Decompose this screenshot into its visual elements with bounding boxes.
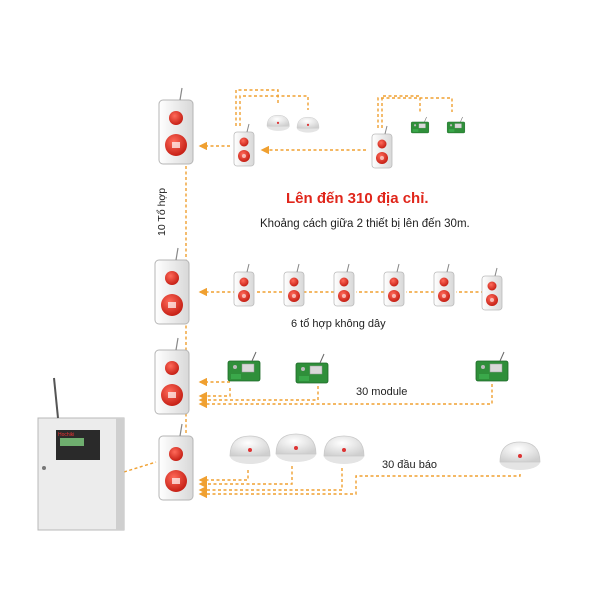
module-1 [227, 351, 261, 382]
smoke-detector-2 [275, 433, 317, 463]
detector-icon-r1a [266, 114, 290, 131]
module-icon-r1a [410, 116, 430, 134]
label-wireless-combo: 6 tổ hợp không dây [291, 318, 386, 330]
wireless-combo-6 [481, 267, 503, 311]
control-panel: Hochiki [37, 377, 125, 531]
headline: Lên đến 310 địa chỉ. [286, 190, 429, 207]
detector-icon-r1b [296, 116, 320, 133]
wireless-combo-5 [433, 263, 455, 307]
module-3 [475, 351, 509, 382]
panel-brand: Hochiki [58, 432, 74, 438]
combo-small-r1a [233, 123, 255, 167]
wireless-combo-2 [283, 263, 305, 307]
subline: Khoảng cách giữa 2 thiết bị lên đến 30m. [260, 218, 470, 230]
label-module: 30 module [356, 386, 408, 398]
label-combo-count: 10 Tổ hợp [156, 187, 168, 236]
label-detector: 30 đầu báo [382, 459, 438, 471]
connection-lines [123, 89, 521, 499]
combo-unit-row4 [158, 423, 194, 501]
smoke-detector-3 [323, 435, 365, 465]
smoke-detector-4 [499, 441, 541, 471]
antenna-icon [53, 377, 59, 419]
wireless-combo-3 [333, 263, 355, 307]
smoke-detector-1 [229, 435, 271, 465]
wireless-combo-4 [383, 263, 405, 307]
combo-unit-row2 [154, 247, 190, 325]
module-icon-r1b [446, 116, 466, 134]
wireless-combo-1 [233, 263, 255, 307]
combo-small-r1b [371, 125, 393, 169]
combo-unit-row3 [154, 337, 190, 415]
module-2 [295, 353, 329, 384]
combo-unit-row1 [158, 87, 194, 165]
